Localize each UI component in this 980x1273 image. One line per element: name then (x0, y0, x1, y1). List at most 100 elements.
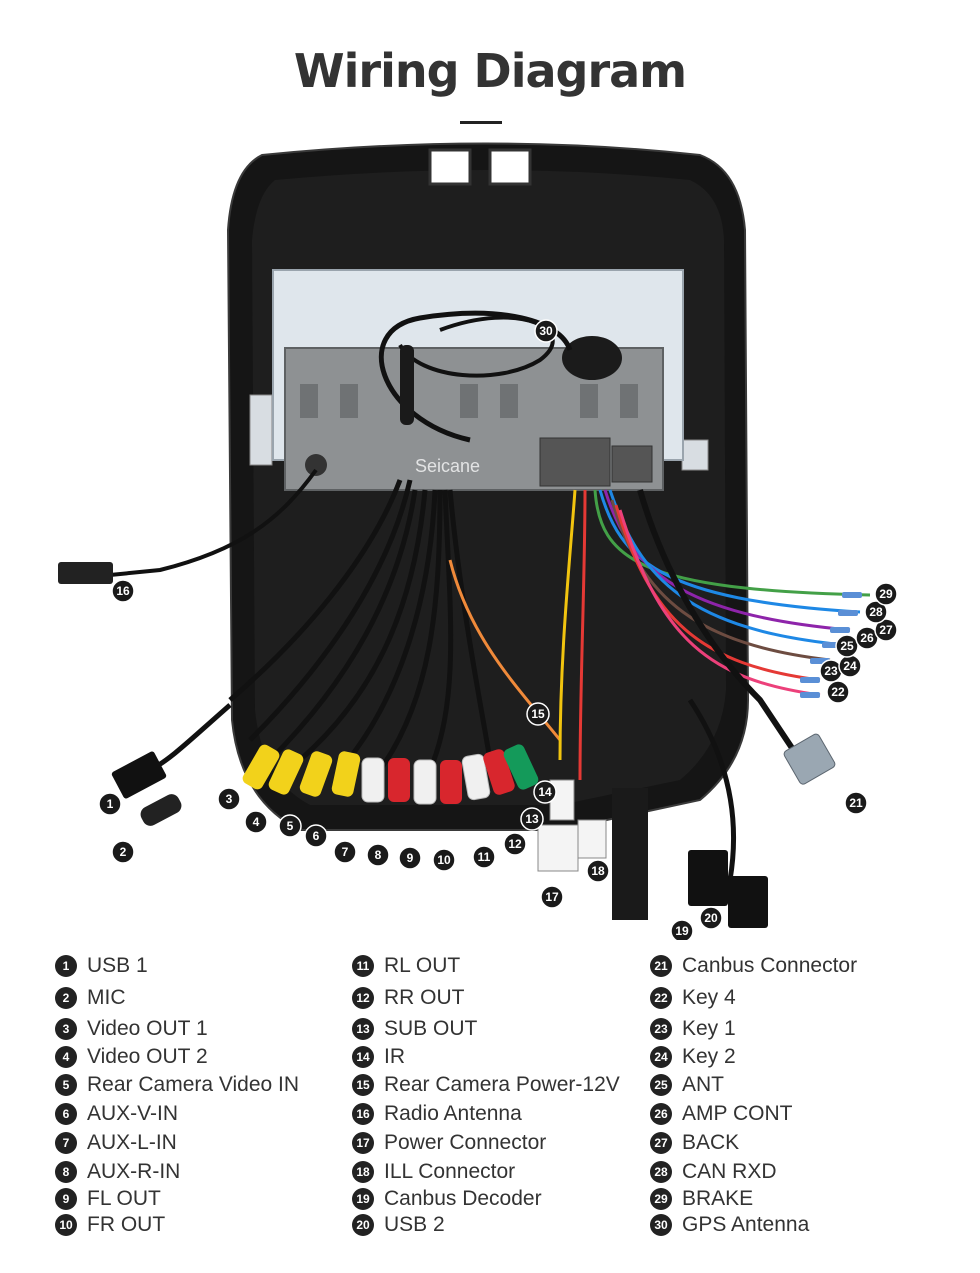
callout-29: 29 (874, 582, 898, 606)
callout-number: 26 (860, 631, 874, 645)
legend-label: ANT (682, 1073, 724, 1096)
chassis-rib (460, 384, 478, 418)
legend-number-badge: 10 (55, 1214, 77, 1236)
legend-number-badge: 8 (55, 1161, 77, 1183)
legend-label: Radio Antenna (384, 1102, 522, 1125)
canbus-harness (637, 489, 803, 762)
legend-label: AUX-L-IN (87, 1131, 177, 1154)
callout-circle (98, 792, 122, 816)
callout-21: 21 (844, 791, 868, 815)
legend-label: Key 1 (682, 1017, 736, 1040)
callout-3: 3 (217, 787, 241, 811)
legend-number-badge: 4 (55, 1046, 77, 1068)
callout-20: 20 (699, 906, 723, 930)
radio-antenna-cable (109, 468, 318, 577)
legend-label: CAN RXD (682, 1160, 777, 1183)
legend-item-8: 8 AUX-R-IN (55, 1159, 180, 1185)
callout-12: 12 (503, 832, 527, 856)
legend-number-badge: 30 (650, 1214, 672, 1236)
callout-circle (864, 600, 888, 624)
wiring-diagram-illustration: Seicane (58, 142, 898, 940)
callout-circle (278, 814, 302, 838)
callout-number: 16 (116, 584, 130, 598)
legend-label: IR (384, 1045, 405, 1068)
callout-number: 27 (879, 623, 893, 637)
callout-circle (534, 319, 558, 343)
legend-label: MIC (87, 986, 126, 1009)
legend-number-badge: 22 (650, 987, 672, 1009)
legend-item-3: 3 Video OUT 1 (55, 1016, 208, 1042)
legend-label: Video OUT 1 (87, 1017, 208, 1040)
callout-number: 12 (508, 837, 522, 851)
legend-label: Rear Camera Power-12V (384, 1073, 620, 1096)
callout-circle (874, 582, 898, 606)
ill-connector (577, 819, 607, 859)
usb2-plug (728, 876, 768, 928)
legend-label: BACK (682, 1131, 740, 1154)
callout-number: 23 (824, 664, 838, 678)
callout-18: 18 (586, 859, 610, 883)
callout-4: 4 (244, 810, 268, 834)
usb1-cable (148, 703, 232, 773)
callout-number: 28 (869, 605, 883, 619)
mic-plug (140, 794, 182, 826)
legend-label: AMP CONT (682, 1102, 793, 1125)
callout-number: 30 (539, 324, 553, 338)
legend-item-27: 27 BACK (650, 1130, 739, 1156)
legend-number-badge: 5 (55, 1074, 77, 1096)
callout-circle (503, 832, 527, 856)
callout-5: 5 (278, 814, 302, 838)
canbus-connector (783, 733, 836, 785)
callout-15: 15 (526, 702, 550, 726)
legend-number-badge: 1 (55, 955, 77, 977)
legend-item-30: 30 GPS Antenna (650, 1212, 809, 1238)
legend-label: ILL Connector (384, 1160, 516, 1183)
usb2-cable (687, 698, 737, 881)
radio-antenna-plug (58, 562, 113, 584)
legend-label: Key 2 (682, 1045, 736, 1068)
legend-number-badge: 14 (352, 1046, 374, 1068)
aux-connector-port (611, 445, 653, 483)
callout-circle (874, 618, 898, 642)
callout-circle (304, 824, 328, 848)
legend-number-badge: 29 (650, 1188, 672, 1210)
callout-number: 1 (107, 797, 114, 811)
callout-27: 27 (874, 618, 898, 642)
callout-7: 7 (333, 840, 357, 864)
callout-14: 14 (533, 780, 557, 804)
callout-circle (520, 807, 544, 831)
legend-label: USB 2 (384, 1213, 445, 1236)
callout-number: 21 (849, 796, 863, 810)
callout-9: 9 (398, 846, 422, 870)
callout-19: 19 (670, 919, 694, 940)
callout-circle (540, 885, 564, 909)
usb1-plug (111, 751, 167, 799)
gps-antenna-puck (562, 336, 622, 380)
callout-11: 11 (472, 845, 496, 869)
callout-number: 19 (675, 924, 689, 938)
legend-label: Canbus Decoder (384, 1187, 542, 1210)
callout-number: 20 (704, 911, 718, 925)
chassis-rib (620, 384, 638, 418)
legend-label: GPS Antenna (682, 1213, 810, 1236)
legend-item-5: 5 Rear Camera Video IN (55, 1072, 299, 1098)
callout-22: 22 (826, 680, 850, 704)
legend-label: AUX-R-IN (87, 1160, 181, 1183)
legend-number-badge: 15 (352, 1074, 374, 1096)
legend-label: Power Connector (384, 1131, 547, 1154)
legend-number-badge: 3 (55, 1018, 77, 1040)
legend-label: Rear Camera Video IN (87, 1073, 300, 1096)
legend-label: SUB OUT (384, 1017, 478, 1040)
legend-number-badge: 27 (650, 1132, 672, 1154)
canbus-decoder-box (612, 788, 648, 920)
main-connector-port (539, 437, 611, 487)
callout-circle (244, 810, 268, 834)
callout-circle (826, 680, 850, 704)
